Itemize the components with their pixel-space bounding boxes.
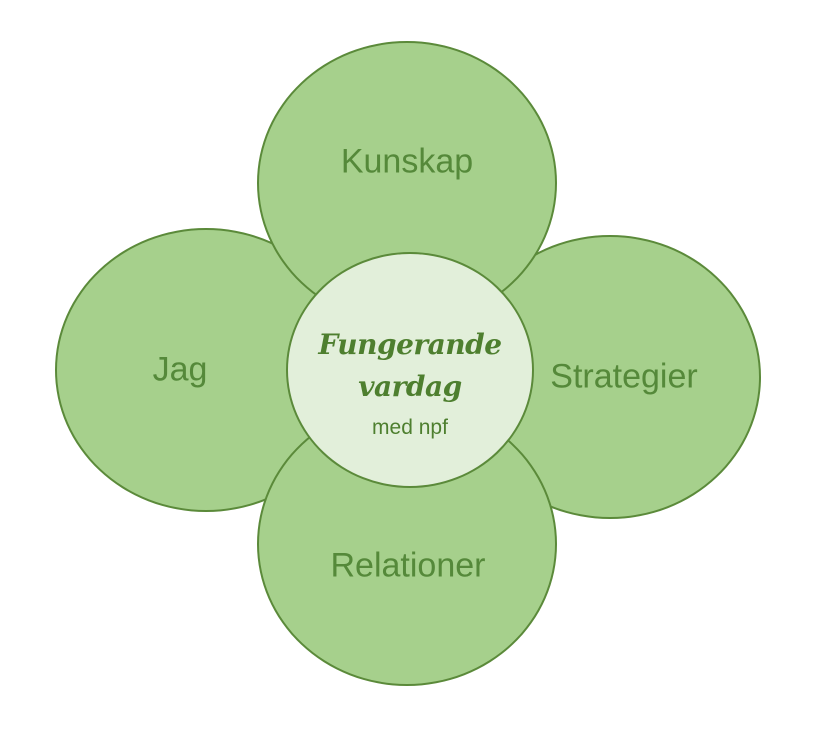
petal-label-top: Kunskap [340,142,474,181]
center-title-line2: vardag [358,370,462,403]
center-subtitle: med npf [372,416,448,439]
petal-label-bottom: Relationer [330,546,486,585]
center-title-line1: Fungerande [318,328,502,361]
center-circle [286,252,534,488]
petal-label-right: Strategier [550,357,698,396]
center-title: Fungerande vardag [300,324,520,408]
petal-label-left: Jag [152,350,208,389]
